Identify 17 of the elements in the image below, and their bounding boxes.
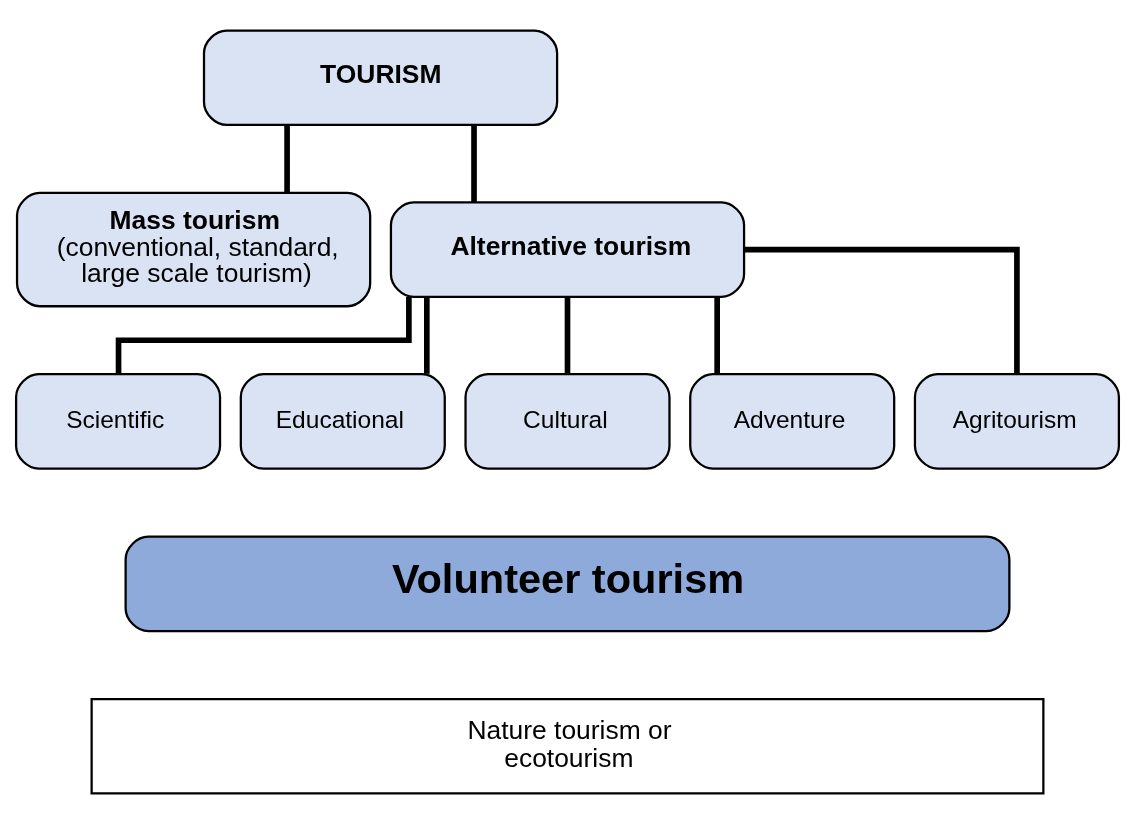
node-box: Nature tourism or ecotourism	[90, 697, 1045, 795]
node-box: TOURISM	[202, 29, 559, 127]
connector	[115, 297, 412, 375]
node-box: Educational	[239, 373, 446, 470]
node-box: Cultural	[464, 373, 671, 470]
node-box: Alternative tourism	[389, 201, 746, 298]
connector	[471, 125, 477, 202]
connector	[564, 297, 571, 374]
connector	[714, 297, 720, 374]
connector	[744, 246, 1020, 374]
node-box: Agritourism	[913, 373, 1121, 470]
node-box: Volunteer tourism	[124, 535, 1011, 633]
node-box: Scientific	[14, 373, 222, 470]
connector	[424, 297, 430, 374]
connector	[284, 125, 290, 193]
node-box: Mass tourism (conventional, standard, large scale tourism)	[15, 191, 372, 308]
node-box: Adventure	[689, 373, 896, 470]
